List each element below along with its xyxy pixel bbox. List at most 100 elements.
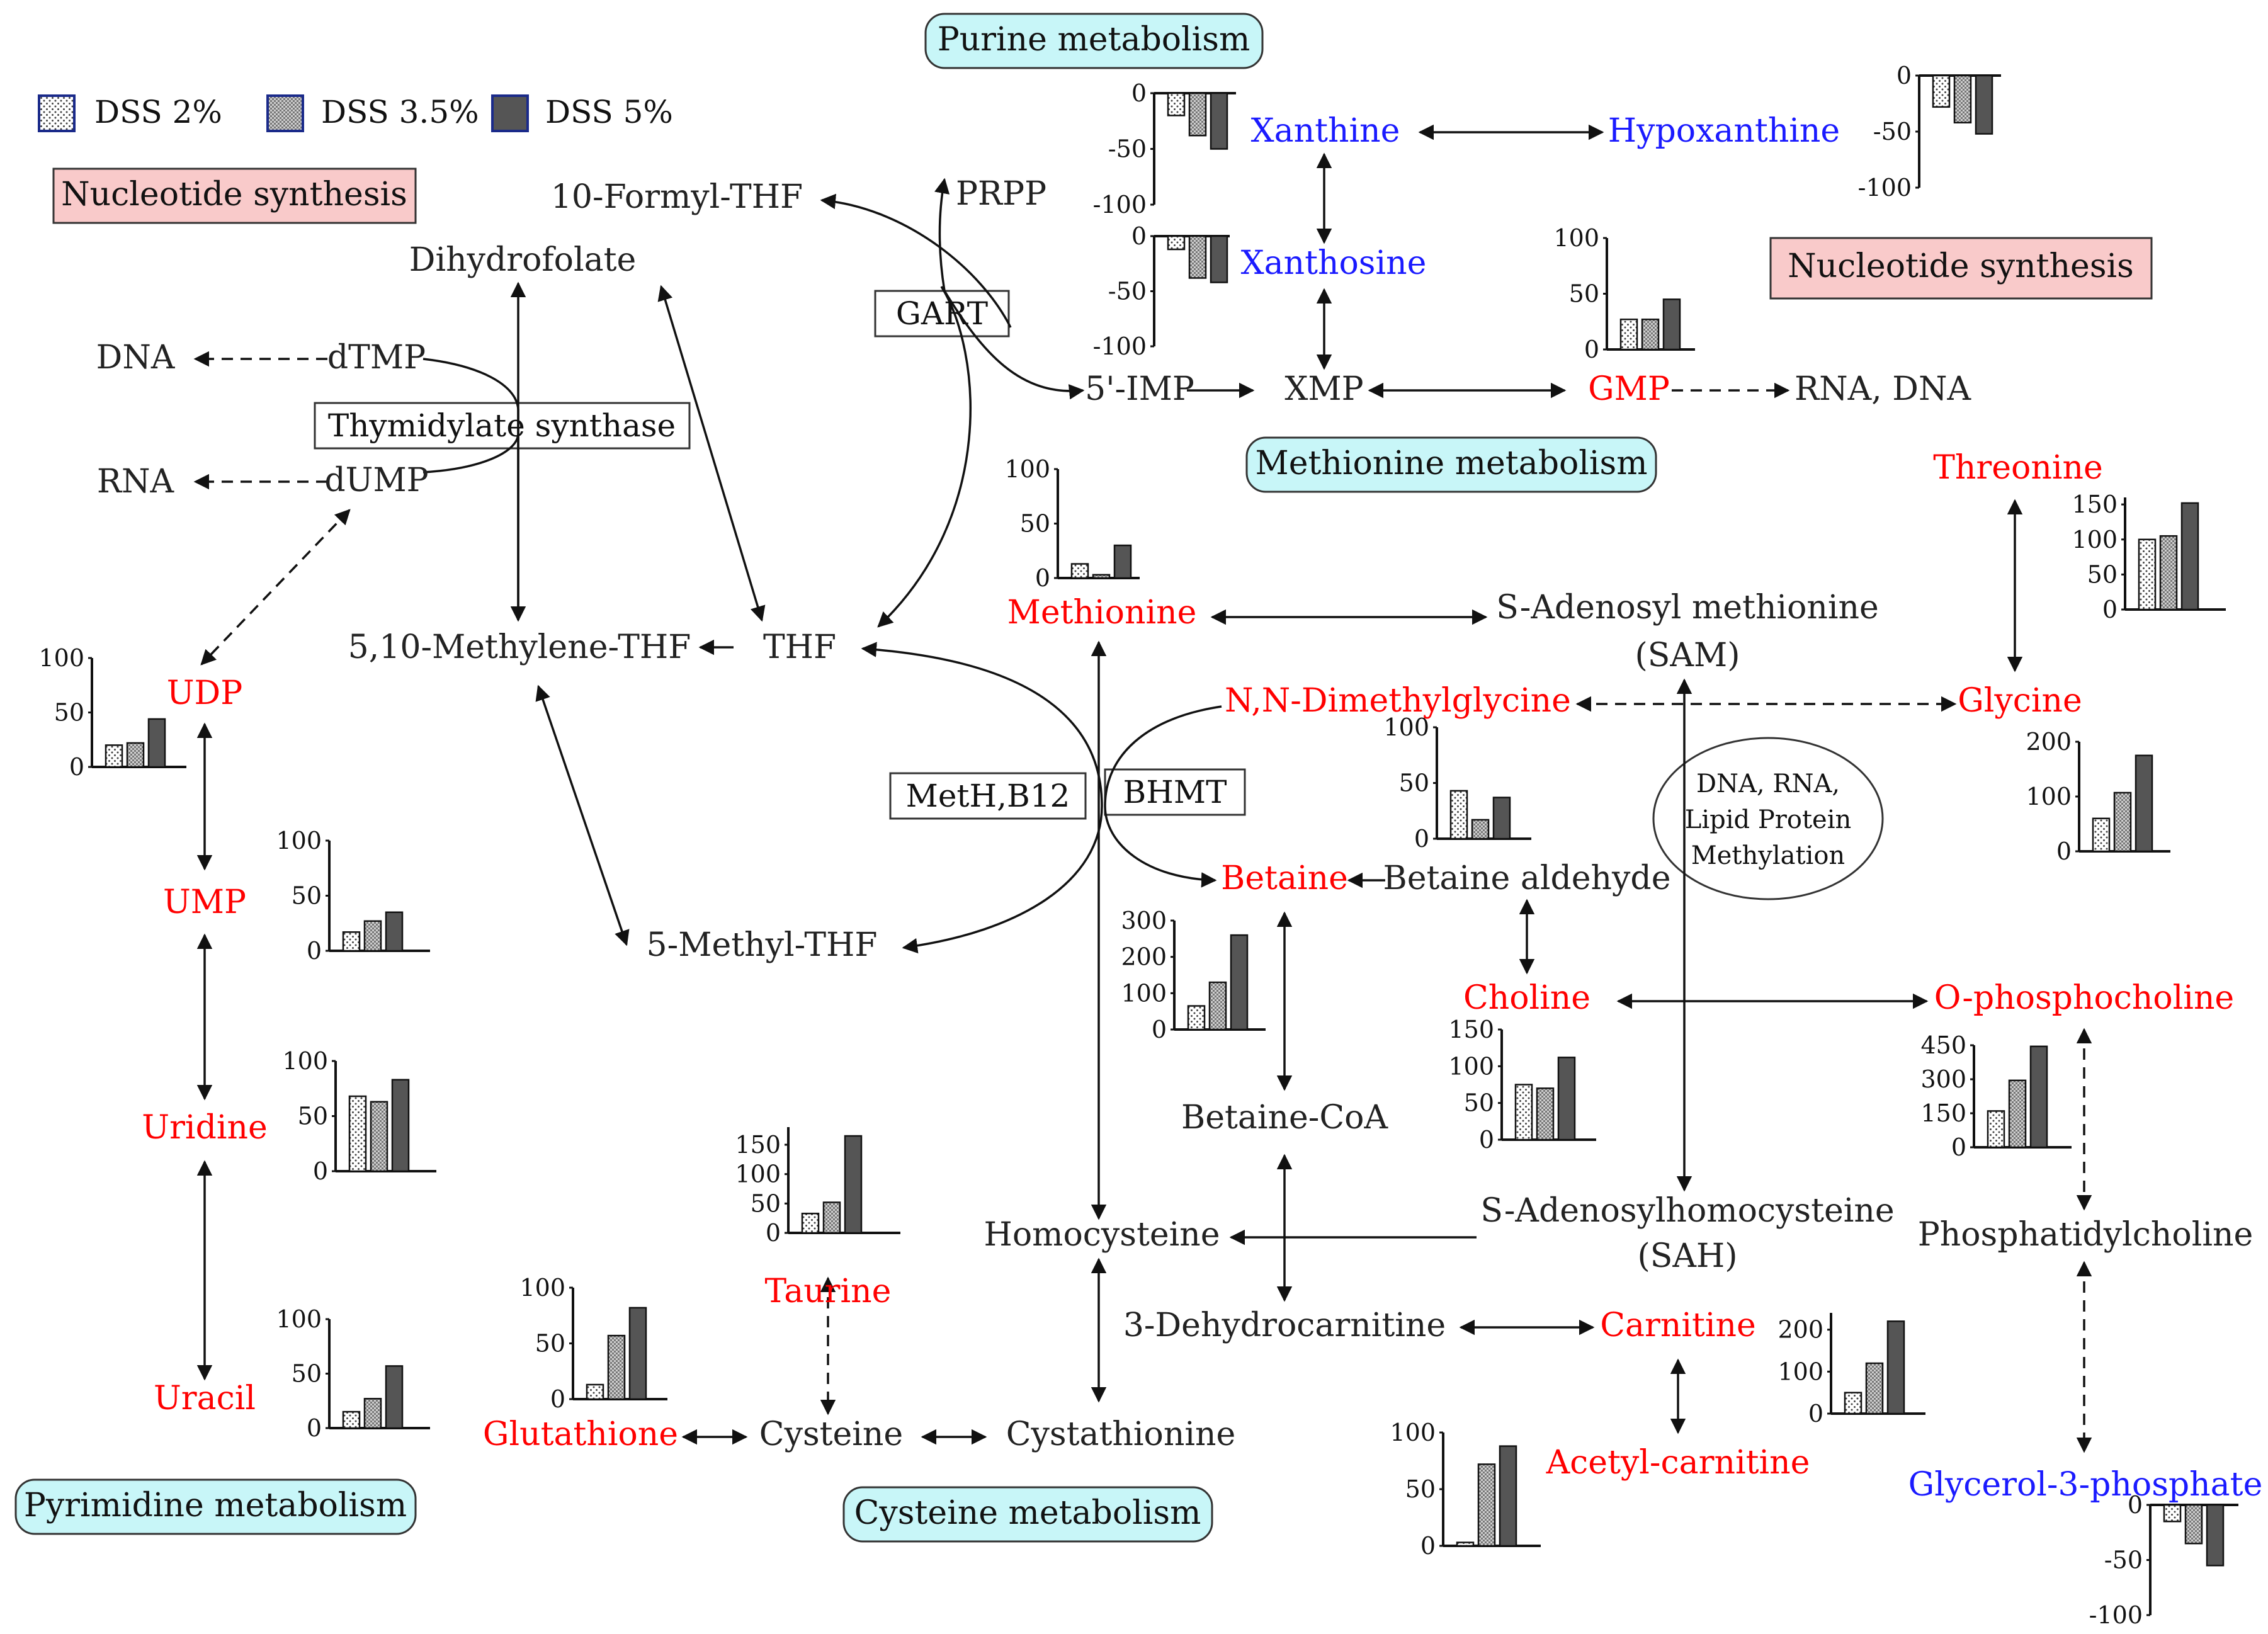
label-homocysteine: Homocysteine — [984, 1216, 1220, 1254]
label-prpp: PRPP — [956, 175, 1046, 213]
label-dtmp: dTMP — [327, 339, 426, 377]
chart-bar-2 — [822, 1201, 841, 1234]
chart-bar-1 — [1070, 563, 1089, 579]
label-xanthosine: Xanthosine — [1241, 244, 1427, 282]
chart-bar-3 — [147, 718, 166, 768]
chart-tick-label: 0 — [1951, 1133, 1966, 1161]
chart-tick-label: 150 — [2072, 491, 2118, 518]
label-gmp: GMP — [1588, 370, 1670, 408]
chart-tick-label: 0 — [2102, 596, 2118, 623]
chart-tick-label: 100 — [276, 827, 322, 854]
chart-tick-label: 0 — [1152, 1016, 1167, 1043]
chart-tick-label: 150 — [735, 1131, 781, 1159]
label-5-methyl-thf: 5-Methyl-THF — [647, 926, 878, 964]
pathway-labels: Purine metabolism Methionine metabolism … — [14, 13, 2153, 1543]
legend-label-dss-3-5: DSS 3.5% — [321, 94, 479, 130]
label-glutathione: Glutathione — [483, 1416, 678, 1453]
chart-tick-label: 150 — [1920, 1099, 1966, 1127]
chart-tick-label: 100 — [1383, 713, 1429, 741]
label-uracil: Uracil — [154, 1380, 256, 1417]
pathway-pyrimidine: Pyrimidine metabolism — [24, 1487, 407, 1524]
chart-bar-1 — [1844, 1392, 1863, 1415]
chart-bar-3 — [2029, 1045, 2048, 1149]
label-sam-line1: S-Adenosyl methionine — [1496, 589, 1879, 627]
chart-bar-1 — [348, 1095, 367, 1172]
chart-tick-label: 0 — [307, 1414, 322, 1442]
chart-tick-label: 0 — [1420, 1532, 1436, 1560]
enzyme-bhmt: BHMT — [1123, 774, 1227, 810]
legend-item-dss-2: DSS 2% — [38, 94, 222, 132]
chart-tick-label: 0 — [1131, 222, 1147, 250]
chart-bar-3 — [1975, 74, 1993, 135]
chart-bar-2 — [1641, 318, 1660, 351]
pathway-methionine: Methionine metabolism — [1255, 445, 1647, 482]
label-xmp: XMP — [1284, 370, 1363, 408]
pathway-nucleotide-left: Nucleotide synthesis — [61, 176, 407, 213]
chart-bar-3 — [2180, 502, 2199, 611]
chart-bar-1 — [1167, 92, 1186, 116]
chart-tick-label: 0 — [1131, 79, 1147, 107]
chart-bar-2 — [370, 1101, 388, 1172]
chart-xanthosine: 0-50-100 — [1093, 222, 1230, 360]
enzyme-meth: MetH,B12 — [906, 778, 1070, 814]
chart-tick-label: 100 — [38, 644, 84, 672]
chart-bar-1 — [2163, 1504, 2182, 1523]
chart-tick-label: 0 — [2128, 1491, 2143, 1519]
label-methionine: Methionine — [1007, 594, 1197, 632]
chart-tick-label: -50 — [2104, 1546, 2143, 1574]
chart-bar-1 — [801, 1212, 820, 1234]
label-sah-line2: (SAH) — [1637, 1237, 1737, 1275]
chart-bar-3 — [1557, 1057, 1576, 1141]
chart-tick-label: 0 — [307, 937, 322, 965]
chart-tick-label: -100 — [1093, 332, 1147, 360]
legend-label-dss-5: DSS 5% — [545, 94, 673, 130]
chart-bar-1 — [342, 931, 361, 952]
label-o-phosphocholine: O-phosphocholine — [1934, 979, 2234, 1017]
label-phosphatidylcholine: Phosphatidylcholine — [1918, 1216, 2254, 1254]
chart-bar-2 — [126, 742, 145, 768]
chart-bar-2 — [1477, 1463, 1496, 1547]
chart-tick-label: -100 — [2089, 1601, 2143, 1629]
label-thf: THF — [763, 628, 836, 666]
label-glycerol-3-phosphate: Glycerol-3-phosphate — [1908, 1466, 2263, 1504]
chart-bar-3 — [2135, 754, 2153, 853]
enzyme-gart: GART — [896, 295, 988, 332]
legend-item-dss-3-5: DSS 3.5% — [266, 94, 479, 132]
legend-label-dss-2: DSS 2% — [94, 94, 222, 130]
chart-tick-label: 100 — [1553, 224, 1599, 252]
label-taurine: Taurine — [765, 1273, 892, 1310]
label-uridine: Uridine — [142, 1109, 268, 1147]
chart-bar-1 — [1167, 235, 1186, 251]
chart-bar-2 — [1208, 981, 1227, 1031]
chart-bar-2 — [1865, 1362, 1884, 1415]
chart-bar-3 — [1210, 235, 1228, 283]
pathway-nucleotide-right: Nucleotide synthesis — [1788, 247, 2134, 285]
label-dihydrofolate: Dihydrofolate — [409, 241, 637, 279]
chart-bar-1 — [2138, 538, 2157, 611]
chart-tick-label: 50 — [2087, 560, 2118, 588]
chart-tick-label: 50 — [1020, 510, 1050, 538]
chart-bar-1 — [2092, 817, 2111, 853]
label-dump: dUMP — [324, 462, 428, 499]
methylation-line-1: DNA, RNA, — [1696, 769, 1840, 798]
label-xanthine: Xanthine — [1251, 112, 1400, 150]
chart-bar-2 — [1536, 1087, 1555, 1141]
chart-bar-3 — [391, 1079, 410, 1172]
label-ump: UMP — [163, 883, 246, 921]
enzyme-thymidylate-synthase: Thymidylate synthase — [328, 407, 676, 444]
chart-tick-label: 50 — [751, 1189, 781, 1217]
methylation-line-3: Methylation — [1691, 841, 1845, 870]
chart-bar-3 — [385, 911, 404, 952]
chart-xanthine: 0-50-100 — [1093, 79, 1236, 218]
label-threonine: Threonine — [1933, 449, 2103, 487]
chart-bar-2 — [1188, 235, 1207, 279]
chart-tick-label: 50 — [535, 1330, 565, 1358]
label-carnitine: Carnitine — [1600, 1307, 1756, 1344]
chart-glycerol-3-phosphate: 0 -50 -100 — [2089, 1491, 2238, 1629]
chart-bar-3 — [1886, 1320, 1905, 1415]
